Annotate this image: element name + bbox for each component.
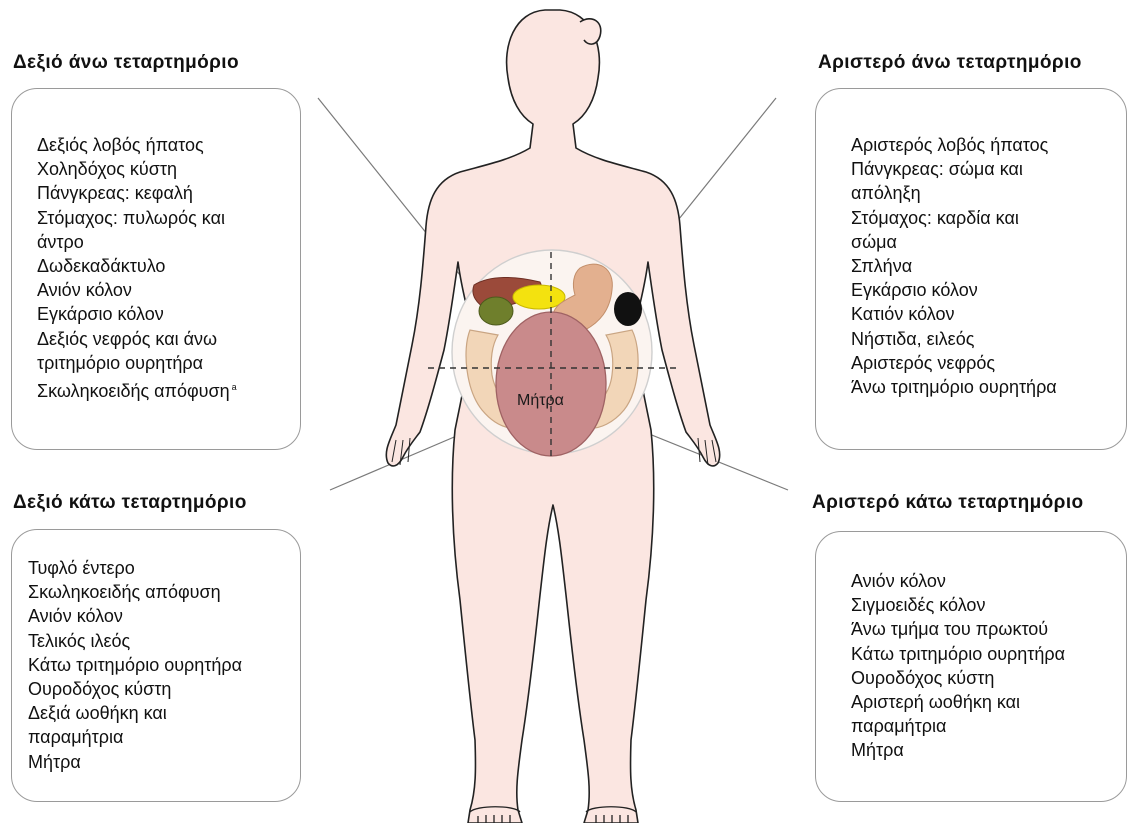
list-item: Κατιόν κόλον — [851, 302, 1057, 326]
list-item: Σπλήνα — [851, 254, 1057, 278]
footnote-marker: a — [232, 382, 237, 392]
right-upper-quadrant-title: Δεξιό άνω τεταρτημόριο — [13, 52, 239, 74]
gallbladder — [479, 297, 513, 325]
list-item: Άνω τριτημόριο ουρητήρα — [851, 375, 1057, 399]
list-item: παραμήτρια — [28, 725, 242, 749]
list-item: Ανιόν κόλον — [851, 569, 1065, 593]
list-item: Τυφλό έντερο — [28, 556, 242, 580]
list-item: Εγκάρσιο κόλον — [851, 278, 1057, 302]
list-item: Ουροδόχος κύστη — [851, 666, 1065, 690]
right-upper-organ-list: Δεξιός λοβός ήπατος Χοληδόχος κύστη Πάνγ… — [37, 133, 237, 403]
right-upper-quadrant-box: Δεξιός λοβός ήπατος Χοληδόχος κύστη Πάνγ… — [11, 88, 301, 450]
list-item: Σκωληκοειδής απόφυση — [28, 580, 242, 604]
list-item: Πάνγκρεας: σώμα και — [851, 157, 1057, 181]
left-upper-quadrant-box: Αριστερός λοβός ήπατος Πάνγκρεας: σώμα κ… — [815, 88, 1127, 450]
list-item: Άνω τμήμα του πρωκτού — [851, 617, 1065, 641]
list-item: Αριστερός λοβός ήπατος — [851, 133, 1057, 157]
list-item: Κάτω τριτημόριο ουρητήρα — [28, 653, 242, 677]
list-item: απόληξη — [851, 181, 1057, 205]
list-item: Δωδεκαδάκτυλο — [37, 254, 237, 278]
list-item: Αριστερός νεφρός — [851, 351, 1057, 375]
right-lower-quadrant-box: Τυφλό έντερο Σκωληκοειδής απόφυση Ανιόν … — [11, 529, 301, 802]
list-item: Ουροδόχος κύστη — [28, 677, 242, 701]
right-lower-quadrant-title: Δεξιό κάτω τεταρτημόριο — [13, 492, 247, 514]
list-item: Τελικός ιλεός — [28, 629, 242, 653]
list-item: Ανιόν κόλον — [28, 604, 242, 628]
list-item: Δεξιός λοβός ήπατος — [37, 133, 237, 157]
right-lower-organ-list: Τυφλό έντερο Σκωληκοειδής απόφυση Ανιόν … — [28, 556, 242, 774]
list-item: Κάτω τριτημόριο ουρητήρα — [851, 642, 1065, 666]
left-lower-organ-list: Ανιόν κόλον Σιγμοειδές κόλον Άνω τμήμα τ… — [851, 569, 1065, 763]
left-upper-organ-list: Αριστερός λοβός ήπατος Πάνγκρεας: σώμα κ… — [851, 133, 1057, 399]
list-item: Μήτρα — [851, 738, 1065, 762]
list-item: Ανιόν κόλον — [37, 278, 237, 302]
list-item: Πάνγκρεας: κεφαλή — [37, 181, 237, 205]
list-item: Χοληδόχος κύστη — [37, 157, 237, 181]
list-item: παραμήτρια — [851, 714, 1065, 738]
list-item: Μήτρα — [28, 750, 242, 774]
list-item: Στόμαχος: πυλωρός και — [37, 206, 237, 230]
left-lower-quadrant-title: Αριστερό κάτω τεταρτημόριο — [812, 492, 1084, 514]
list-item: σώμα — [851, 230, 1057, 254]
list-item: Δεξιά ωοθήκη και — [28, 701, 242, 725]
list-item: Αριστερή ωοθήκη και — [851, 690, 1065, 714]
stomach-yellow — [513, 285, 565, 309]
list-item-text: Σκωληκοειδής απόφυση — [37, 381, 230, 401]
list-item: Νήστιδα, ειλεός — [851, 327, 1057, 351]
left-lower-quadrant-box: Ανιόν κόλον Σιγμοειδές κόλον Άνω τμήμα τ… — [815, 531, 1127, 802]
list-item: άντρο — [37, 230, 237, 254]
uterus-label: Μήτρα — [517, 392, 564, 410]
list-item: Εγκάρσιο κόλον — [37, 302, 237, 326]
list-item: Στόμαχος: καρδία και — [851, 206, 1057, 230]
list-item: τριτημόριο ουρητήρα — [37, 351, 237, 375]
left-upper-quadrant-title: Αριστερό άνω τεταρτημόριο — [818, 52, 1082, 74]
list-item: Σιγμοειδές κόλον — [851, 593, 1065, 617]
list-item: Δεξιός νεφρός και άνω — [37, 327, 237, 351]
spleen — [614, 292, 642, 326]
